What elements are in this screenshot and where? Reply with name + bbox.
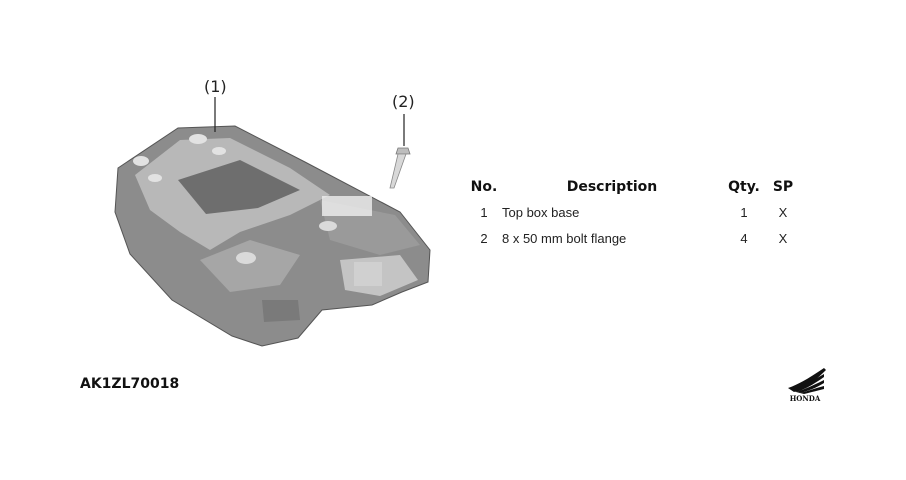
top-box-base-drawing-icon xyxy=(114,125,431,347)
parts-table-header: No. Description Qty. SP xyxy=(466,175,800,199)
row-sp: X xyxy=(778,204,788,220)
brand-name: HONDA xyxy=(790,394,821,403)
callout-part-2: (2) xyxy=(392,92,415,111)
row-qty: 4 xyxy=(740,230,748,246)
header-description: Description xyxy=(566,179,658,195)
table-row: 2 8 x 50 mm bolt flange 4 X xyxy=(466,225,800,251)
bolt-flange-drawing-icon xyxy=(389,114,411,189)
kit-code: AK1ZL70018 xyxy=(80,376,180,392)
row-sp: X xyxy=(778,230,788,246)
row-qty: 1 xyxy=(740,204,748,220)
header-qty: Qty. xyxy=(728,179,760,195)
honda-wing-logo-icon: HONDA xyxy=(788,368,826,403)
row-description: Top box base xyxy=(502,204,580,220)
row-description: 8 x 50 mm bolt flange xyxy=(502,230,627,246)
table-row: 1 Top box base 1 X xyxy=(466,199,800,225)
parts-table: No. Description Qty. SP 1 Top box base 1… xyxy=(466,175,800,251)
row-no: 2 xyxy=(480,230,488,246)
header-sp: SP xyxy=(772,179,794,195)
header-no: No. xyxy=(470,179,498,195)
row-no: 1 xyxy=(480,204,488,220)
callout-part-1: (1) xyxy=(204,77,227,96)
